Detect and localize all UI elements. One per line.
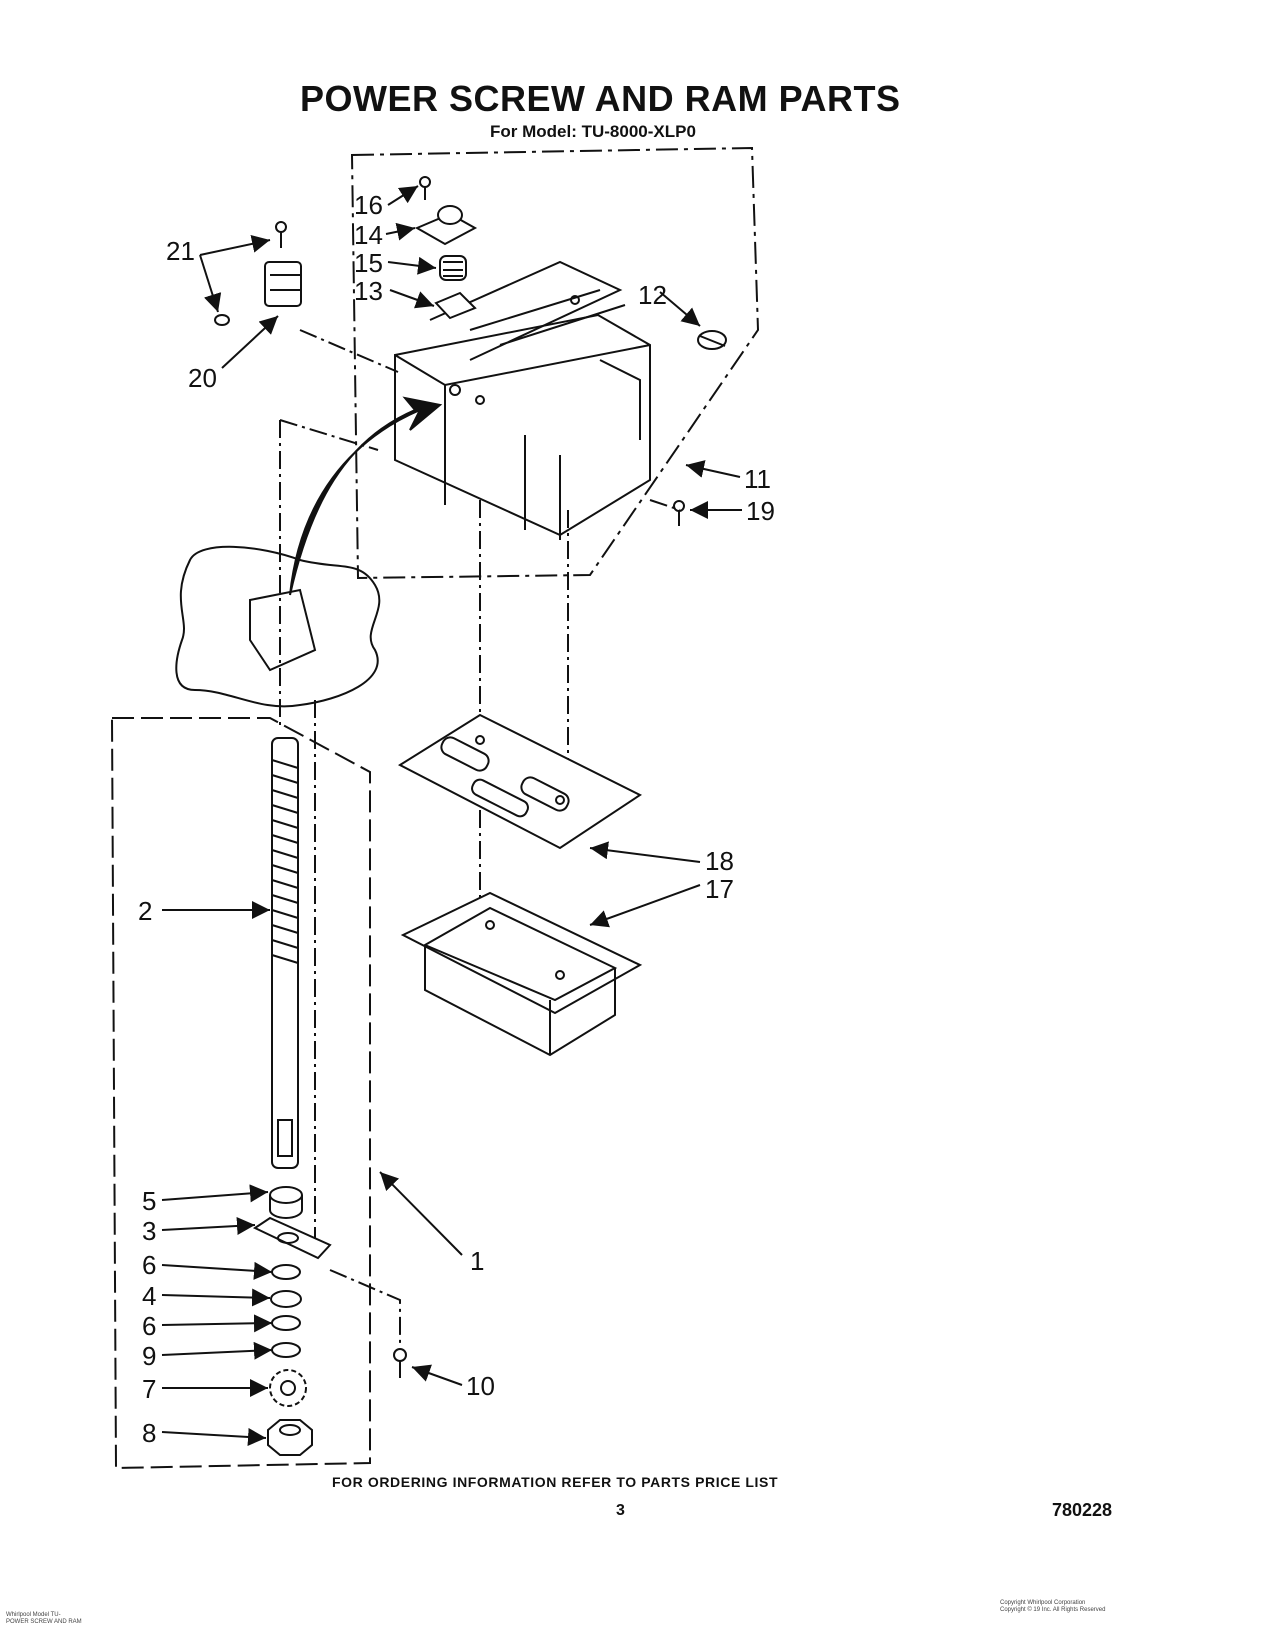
callout-14: 14 <box>354 220 383 250</box>
callout-6-upper: 6 <box>142 1250 157 1280</box>
callout-3: 3 <box>142 1216 157 1246</box>
callout-9: 9 <box>142 1341 157 1371</box>
part-4-spring-washer <box>270 1290 302 1308</box>
ordering-note: FOR ORDERING INFORMATION REFER TO PARTS … <box>332 1474 779 1490</box>
part-6-washer-upper <box>271 1264 301 1280</box>
callout-15: 15 <box>354 248 383 278</box>
page-title: POWER SCREW AND RAM PARTS <box>300 78 901 119</box>
detail-inset-cloud <box>175 545 381 708</box>
callout-1: 1 <box>470 1246 485 1276</box>
part-3-plate <box>252 1216 332 1260</box>
part-8-nut <box>267 1419 313 1456</box>
callout-7: 7 <box>142 1374 157 1404</box>
callout-18: 18 <box>705 846 734 876</box>
callout-12: 12 <box>638 280 667 310</box>
part-13-plate <box>434 291 477 320</box>
part-12-clip <box>697 330 727 350</box>
callout-21: 21 <box>166 236 195 266</box>
callout-4: 4 <box>142 1281 157 1311</box>
page-number: 3 <box>616 1502 625 1519</box>
document-code: 780228 <box>1052 1500 1113 1520</box>
callout-16: 16 <box>354 190 383 220</box>
detail-arrow <box>289 396 443 596</box>
part-10-screw <box>393 1348 407 1378</box>
part-5-bushing <box>269 1186 303 1219</box>
part-6-washer-lower <box>271 1315 301 1331</box>
power-screw-assembly-boundary <box>110 717 371 1470</box>
ram-assembly-boundary <box>350 146 760 580</box>
part-20-switch <box>264 261 302 307</box>
callout-17: 17 <box>705 874 734 904</box>
part-14-bracket <box>414 205 478 246</box>
part-17-pan <box>400 891 643 1057</box>
callout-20: 20 <box>188 363 217 393</box>
callout-5: 5 <box>142 1186 157 1216</box>
callout-2: 2 <box>138 896 153 926</box>
part-16-screw <box>419 176 431 200</box>
part-21-screws <box>214 221 287 326</box>
part-9-washer <box>271 1342 301 1358</box>
callout-10: 10 <box>466 1371 495 1401</box>
part-18-gasket <box>397 713 642 850</box>
callout-11: 11 <box>744 464 771 494</box>
callout-19: 19 <box>746 496 775 526</box>
callout-13: 13 <box>354 276 383 306</box>
part-2-power-screw <box>271 737 299 1169</box>
ram-housing-part <box>394 260 651 540</box>
callout-8: 8 <box>142 1418 157 1448</box>
fine-print-left: Whirlpool Model TU- POWER SCREW AND RAM <box>6 1612 82 1625</box>
part-19-screw <box>673 500 685 526</box>
model-subtitle: For Model: TU-8000-XLP0 <box>490 122 696 141</box>
part-7-sprocket <box>269 1369 307 1407</box>
fine-print-right: Copyright Whirlpool Corporation Copyrigh… <box>1000 1600 1106 1613</box>
callout-6-lower: 6 <box>142 1311 157 1341</box>
part-15-gear <box>439 255 467 281</box>
